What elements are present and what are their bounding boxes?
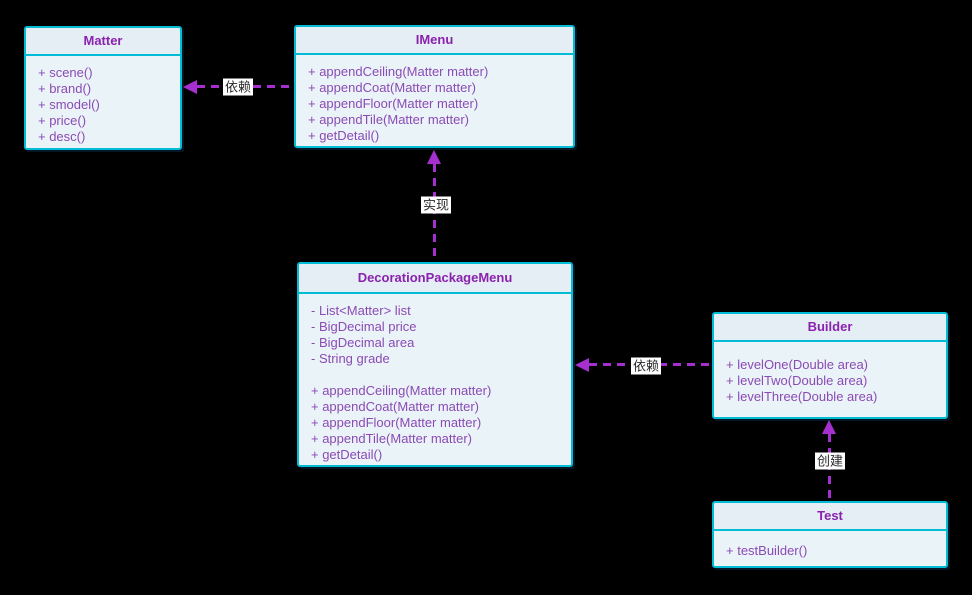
class-title-imenu: IMenu (296, 27, 573, 55)
class-member: + desc() (38, 129, 86, 144)
class-member: + smodel() (38, 97, 100, 112)
class-member: - List<Matter> list (311, 303, 411, 318)
class-member: + price() (38, 113, 87, 128)
class-title-builder: Builder (714, 314, 946, 342)
member-divider-gap (311, 367, 561, 383)
class-member: - String grade (311, 351, 390, 366)
relation-label: 实现 (420, 196, 452, 214)
relation-label: 依赖 (630, 357, 662, 375)
class-title-matter: Matter (26, 28, 180, 56)
arrowhead-left-icon (183, 80, 197, 94)
class-box-builder[interactable]: Builder + levelOne(Double area) + levelT… (712, 312, 948, 419)
class-member: + testBuilder() (726, 543, 808, 558)
class-member: + appendFloor(Matter matter) (311, 415, 482, 430)
class-member: + appendTile(Matter matter) (308, 112, 470, 127)
relation-label: 依赖 (222, 78, 254, 96)
relation-label: 创建 (814, 452, 846, 470)
class-body-decoration-package-menu: - List<Matter> list - BigDecimal price -… (299, 294, 571, 467)
class-title-decoration-package-menu: DecorationPackageMenu (299, 264, 571, 294)
class-member: + appendCeiling(Matter matter) (311, 383, 492, 398)
class-member: + appendCeiling(Matter matter) (308, 64, 489, 79)
class-body-test: + testBuilder() (714, 531, 946, 563)
arrowhead-left-icon (575, 358, 589, 372)
class-member: + appendCoat(Matter matter) (311, 399, 479, 414)
class-box-test[interactable]: Test + testBuilder() (712, 501, 948, 568)
class-body-builder: + levelOne(Double area) + levelTwo(Doubl… (714, 342, 946, 409)
class-member: + getDetail() (308, 128, 380, 143)
class-member: + levelTwo(Double area) (726, 373, 868, 388)
arrowhead-up-icon (822, 420, 836, 434)
class-member: + appendTile(Matter matter) (311, 431, 473, 446)
class-member: + levelOne(Double area) (726, 357, 868, 372)
class-member: + levelThree(Double area) (726, 389, 878, 404)
class-body-imenu: + appendCeiling(Matter matter) + appendC… (296, 55, 573, 148)
class-member: + getDetail() (311, 447, 383, 462)
class-member: + scene() (38, 65, 93, 80)
class-member: + appendCoat(Matter matter) (308, 80, 476, 95)
class-title-test: Test (714, 503, 946, 531)
class-box-matter[interactable]: Matter + scene() + brand() + smodel() + … (24, 26, 182, 150)
class-member: - BigDecimal area (311, 335, 415, 350)
class-member: + brand() (38, 81, 92, 96)
class-box-imenu[interactable]: IMenu + appendCeiling(Matter matter) + a… (294, 25, 575, 148)
arrowhead-up-icon (427, 150, 441, 164)
class-member: + appendFloor(Matter matter) (308, 96, 479, 111)
class-box-decoration-package-menu[interactable]: DecorationPackageMenu - List<Matter> lis… (297, 262, 573, 467)
class-member: - BigDecimal price (311, 319, 417, 334)
class-body-matter: + scene() + brand() + smodel() + price()… (26, 56, 180, 149)
